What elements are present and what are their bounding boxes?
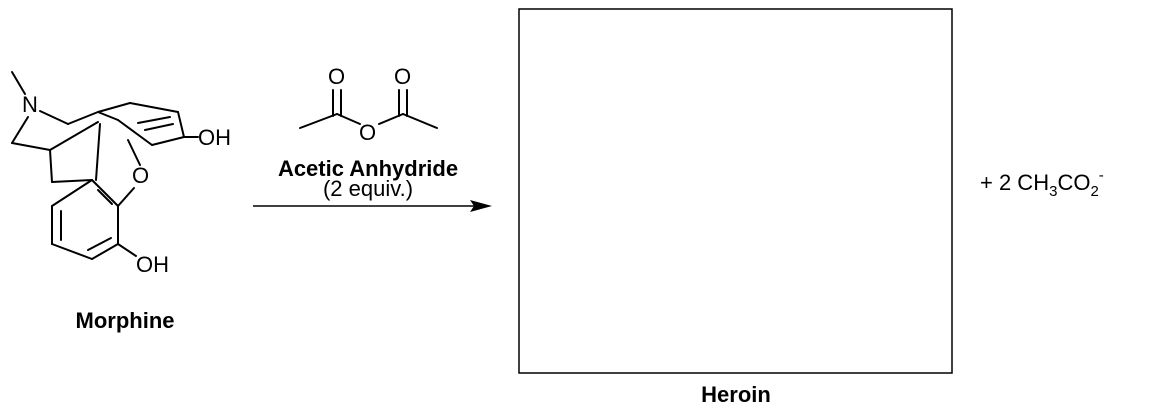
- hydroxyl-top-label: OH: [198, 125, 231, 150]
- c8-c7-bond: [129, 102, 179, 113]
- product-answer-box[interactable]: [518, 8, 953, 374]
- c10-c11-bond: [51, 179, 93, 183]
- ar-double-2: [97, 189, 113, 205]
- alkene-bond: [137, 116, 171, 124]
- byproduct-charge: -: [1099, 167, 1104, 184]
- byproduct-formula: + 2 CH3CO2-: [980, 167, 1104, 200]
- c-o-bridge-right: [378, 113, 404, 125]
- c14-c8-bond: [97, 102, 131, 113]
- byproduct-subscript-2: 2: [1090, 183, 1098, 200]
- reagent-name: Acetic Anhydride: [278, 156, 458, 181]
- ch2-ch2-bond: [11, 142, 51, 151]
- reagent-amount: (2 equiv.): [323, 176, 413, 201]
- ar-bond-3: [91, 243, 119, 260]
- n-methyl-bond: [11, 71, 26, 95]
- c6-c5-bond: [151, 136, 185, 146]
- c13-c12-bond: [95, 123, 101, 181]
- ar-bond-6: [51, 179, 93, 207]
- c5-c13-bond: [117, 119, 153, 146]
- c9-c14-bond: [67, 111, 99, 125]
- ar-bond-4: [51, 243, 93, 260]
- hydroxyl-bottom-label: OH: [136, 252, 169, 277]
- n-c9-bond: [39, 110, 69, 125]
- c5-o-bond: [127, 139, 141, 166]
- reaction-arrow-head: [470, 200, 492, 212]
- c10-ch2-bond: [49, 149, 53, 183]
- ar-bond-1: [91, 179, 119, 207]
- morphine-structure: N OH O O: [11, 71, 231, 277]
- methyl-left-bond: [299, 113, 338, 129]
- byproduct-prefix: + 2 CH: [980, 170, 1049, 195]
- bridge-oxygen: O: [359, 120, 376, 145]
- n-ch2-bond: [11, 116, 29, 144]
- methyl-right-bond: [402, 113, 438, 129]
- alkene-double-bond: [144, 123, 174, 131]
- carbonyl-oxygen-right: O: [394, 64, 411, 89]
- carbonyl-oxygen-left: O: [328, 64, 345, 89]
- acetic-anhydride-structure: O O O: [299, 64, 438, 145]
- ch2-quaternary-bond: [49, 121, 99, 151]
- morphine-name: Morphine: [76, 308, 175, 333]
- c7-c6-bond: [177, 111, 185, 138]
- product-name: Heroin: [701, 382, 771, 407]
- nitrogen-label: N: [22, 92, 38, 117]
- ar-double-3: [87, 237, 112, 251]
- oh-bond-bottom: [117, 243, 137, 257]
- c14-c13-bond: [97, 111, 119, 121]
- c-o-bridge-left: [336, 113, 361, 125]
- byproduct-subscript-3: 3: [1049, 183, 1057, 200]
- byproduct-mid: CO: [1057, 170, 1090, 195]
- o-c4-bond: [117, 187, 135, 207]
- ether-oxygen-label: O: [132, 163, 149, 188]
